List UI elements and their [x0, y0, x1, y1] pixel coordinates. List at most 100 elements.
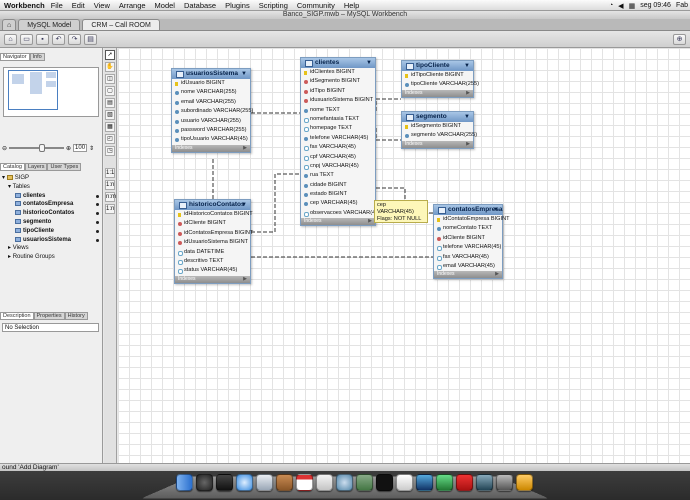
tab-description[interactable]: Description [0, 312, 34, 320]
tree-table-item[interactable]: tipoCliente [2, 227, 101, 236]
table-contatosEmpresa[interactable]: contatosEmpresa▼ idContatoEmpresa BIGINT… [433, 204, 510, 280]
disclosure-icon[interactable]: ▾ [8, 183, 12, 190]
column[interactable]: idUsuario BIGINT [172, 79, 250, 88]
tab-crm-diagram[interactable]: CRM – Call ROOM [82, 19, 160, 30]
column[interactable]: rua TEXT [301, 171, 375, 180]
relationship-1-1-icon[interactable]: 1:1 [105, 168, 115, 178]
disclosure-icon[interactable]: ▸ [8, 254, 12, 261]
tab-mysql-model[interactable]: MySQL Model [18, 19, 81, 30]
redo-icon[interactable]: ↷ [68, 33, 81, 45]
column[interactable]: nomeContato TEXT [434, 224, 502, 233]
column[interactable]: fax VARCHAR(45) [301, 143, 375, 152]
zoom-stepper-icon[interactable]: ⇕ [89, 145, 95, 152]
flag-icon[interactable]: ▦ [628, 2, 636, 10]
column[interactable]: idContatoEmpresa BIGINT [434, 215, 510, 224]
column[interactable]: estado BIGINT [301, 190, 375, 199]
collapse-icon[interactable]: ▼ [241, 71, 247, 77]
column[interactable]: nomefantasia TEXT [301, 115, 375, 124]
clock[interactable]: seg 09:46 [640, 2, 671, 9]
column[interactable]: idusuarioSistema BIGINT [301, 96, 375, 105]
column[interactable]: nome VARCHAR(255) [172, 88, 250, 97]
note-tool-icon[interactable]: ▤ [105, 98, 115, 108]
column[interactable]: tipoCliente VARCHAR(255) [402, 80, 479, 89]
tree-schema[interactable]: ▾ SIGP [2, 174, 30, 181]
tab-user-types[interactable]: User Types [47, 163, 82, 171]
indexes-footer[interactable]: Indexes▶ [402, 140, 473, 148]
zoom-slider[interactable] [9, 144, 65, 152]
column[interactable]: fax VARCHAR(45) [434, 253, 502, 262]
column[interactable]: idCliente BIGINT [434, 234, 502, 243]
table-header[interactable]: historicoContatos▼ [175, 200, 250, 210]
tab-navigator[interactable]: Navigator [0, 53, 30, 61]
tree-table-item[interactable]: historicoContatos [2, 209, 101, 218]
menu-plugins[interactable]: Plugins [225, 0, 250, 10]
column[interactable]: cpf VARCHAR(45) [301, 153, 375, 162]
table-tool-icon[interactable]: ▦ [105, 122, 115, 132]
menu-view[interactable]: View [93, 0, 110, 10]
ical-icon[interactable] [316, 474, 333, 491]
tree-table-item[interactable]: usuariosSistema [2, 236, 101, 245]
indexes-footer[interactable]: Indexes▶ [402, 89, 473, 97]
zoom-slider-knob[interactable] [39, 144, 46, 152]
expand-icon[interactable]: ▶ [466, 89, 470, 96]
column[interactable]: idHistoricoContatos BIGINT [175, 210, 253, 219]
view-tool-icon[interactable]: ◰ [105, 134, 115, 144]
tree-views[interactable]: ▸ Views [8, 245, 29, 252]
table-historicoContatos[interactable]: historicoContatos▼ idHistoricoContatos B… [174, 199, 253, 284]
indexes-footer[interactable]: Indexes▶ [172, 144, 250, 152]
relationship-1-n-existing-icon[interactable]: 1:n [105, 204, 115, 214]
column[interactable]: idTipoCliente BIGINT [402, 71, 473, 80]
column[interactable]: data DATETIME [175, 248, 250, 257]
column[interactable]: idUsuarioSistema BIGINT [175, 238, 250, 247]
tab-history[interactable]: History [64, 312, 88, 320]
column[interactable]: cidade BIGINT [301, 181, 375, 190]
toggle-icon[interactable]: ▤ [84, 33, 97, 45]
column[interactable]: telefone VARCHAR(45) [301, 134, 375, 143]
layer-tool-icon[interactable]: ▢ [105, 86, 115, 96]
table-header[interactable]: tipoCliente▼ [402, 61, 473, 71]
column[interactable]: usuario VARCHAR(255) [172, 117, 250, 126]
column[interactable]: idSegmento BIGINT [301, 77, 375, 86]
column[interactable]: idContatosEmpresa BIGINT [175, 229, 253, 238]
menu-scripting[interactable]: Scripting [258, 0, 288, 10]
app-icon[interactable] [416, 474, 433, 491]
column[interactable]: homepage TEXT [301, 124, 375, 133]
table-header[interactable]: clientes▼ [301, 58, 375, 68]
app-menu[interactable]: Workbench [4, 0, 45, 10]
filezilla-icon[interactable] [456, 474, 473, 491]
disclosure-icon[interactable]: ▸ [8, 245, 12, 252]
table-segmento[interactable]: segmento▼ idSegmento BIGINT segmento VAR… [401, 111, 477, 149]
expand-icon[interactable]: ▶ [243, 144, 247, 151]
column[interactable]: idClientes BIGINT [301, 68, 375, 77]
table-header[interactable]: usuariosSistema▼ [172, 69, 250, 79]
column[interactable]: observacoes VARCHAR(45) [301, 209, 380, 218]
column[interactable]: password VARCHAR(255) [172, 126, 250, 135]
save-icon[interactable]: ▪ [36, 33, 49, 45]
column[interactable]: email VARCHAR(255) [172, 98, 250, 107]
routine-tool-icon[interactable]: ◳ [105, 146, 115, 156]
column[interactable]: email VARCHAR(45) [434, 262, 502, 271]
relationship-line[interactable] [375, 128, 401, 141]
safari-icon[interactable] [236, 474, 253, 491]
table-clientes[interactable]: clientes▼ idClientes BIGINT idSegmento B… [300, 57, 380, 227]
menu-edit[interactable]: Edit [71, 0, 85, 10]
expand-icon[interactable]: ▶ [368, 218, 372, 225]
navigator-viewport[interactable] [8, 70, 58, 110]
tab-catalog[interactable]: Catalog [0, 163, 25, 171]
user-menu[interactable]: Fab [675, 2, 688, 9]
textedit-icon[interactable] [396, 474, 413, 491]
open-folder-icon[interactable]: ▭ [20, 33, 33, 45]
app-icon[interactable] [516, 474, 533, 491]
navigator-minimap[interactable] [3, 67, 99, 117]
collapse-icon[interactable]: ▼ [493, 207, 499, 213]
app-icon[interactable] [436, 474, 453, 491]
volume-icon[interactable]: ◀ [618, 2, 624, 10]
column[interactable]: cep VARCHAR(45) [301, 199, 375, 208]
tab-layers[interactable]: Layers [24, 163, 48, 171]
preview-icon[interactable] [356, 474, 373, 491]
column[interactable]: idCliente BIGINT [175, 219, 250, 228]
column[interactable]: nome TEXT [301, 106, 375, 115]
expand-icon[interactable]: ▶ [243, 275, 247, 282]
zoom-in-icon[interactable]: ⊕ [66, 145, 72, 152]
home-icon[interactable]: ⌂ [4, 33, 17, 45]
